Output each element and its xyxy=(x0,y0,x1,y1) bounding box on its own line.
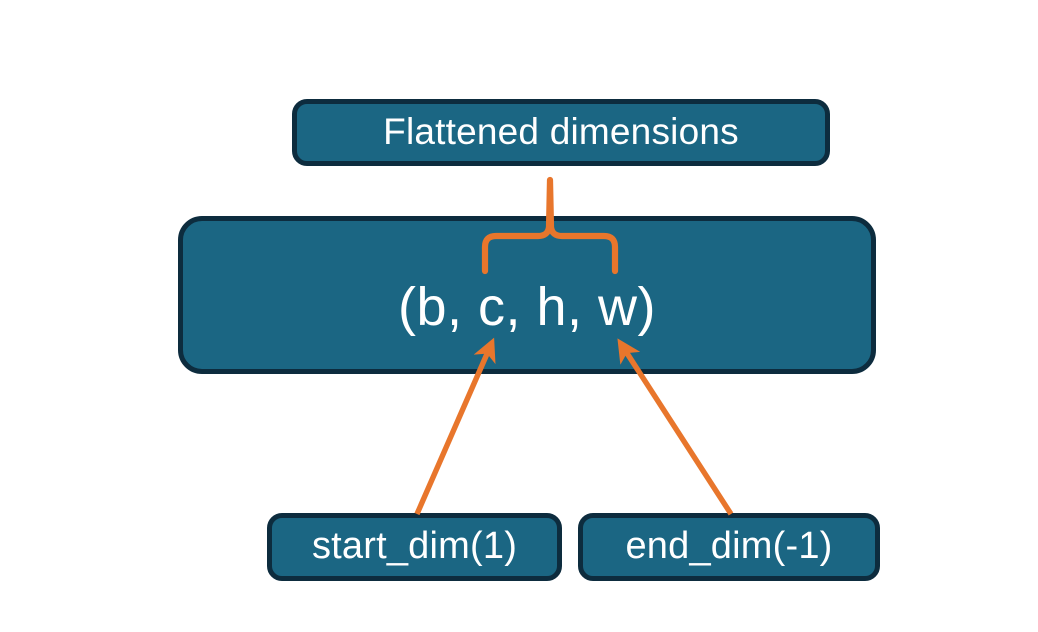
end-dim-label: end_dim(-1) xyxy=(625,525,833,568)
start-dim-label: start_dim(1) xyxy=(311,525,518,568)
flattened-dimensions-node[interactable]: Flattened dimensions xyxy=(292,99,830,166)
tensor-shape-label: (b, c, h, w) xyxy=(397,277,657,337)
flattened-dimensions-label: Flattened dimensions xyxy=(383,111,739,153)
tensor-shape-node[interactable]: (b, c, h, w) xyxy=(178,216,876,374)
end-dim-node[interactable]: end_dim(-1) xyxy=(578,513,880,581)
start-dim-node[interactable]: start_dim(1) xyxy=(267,513,562,581)
